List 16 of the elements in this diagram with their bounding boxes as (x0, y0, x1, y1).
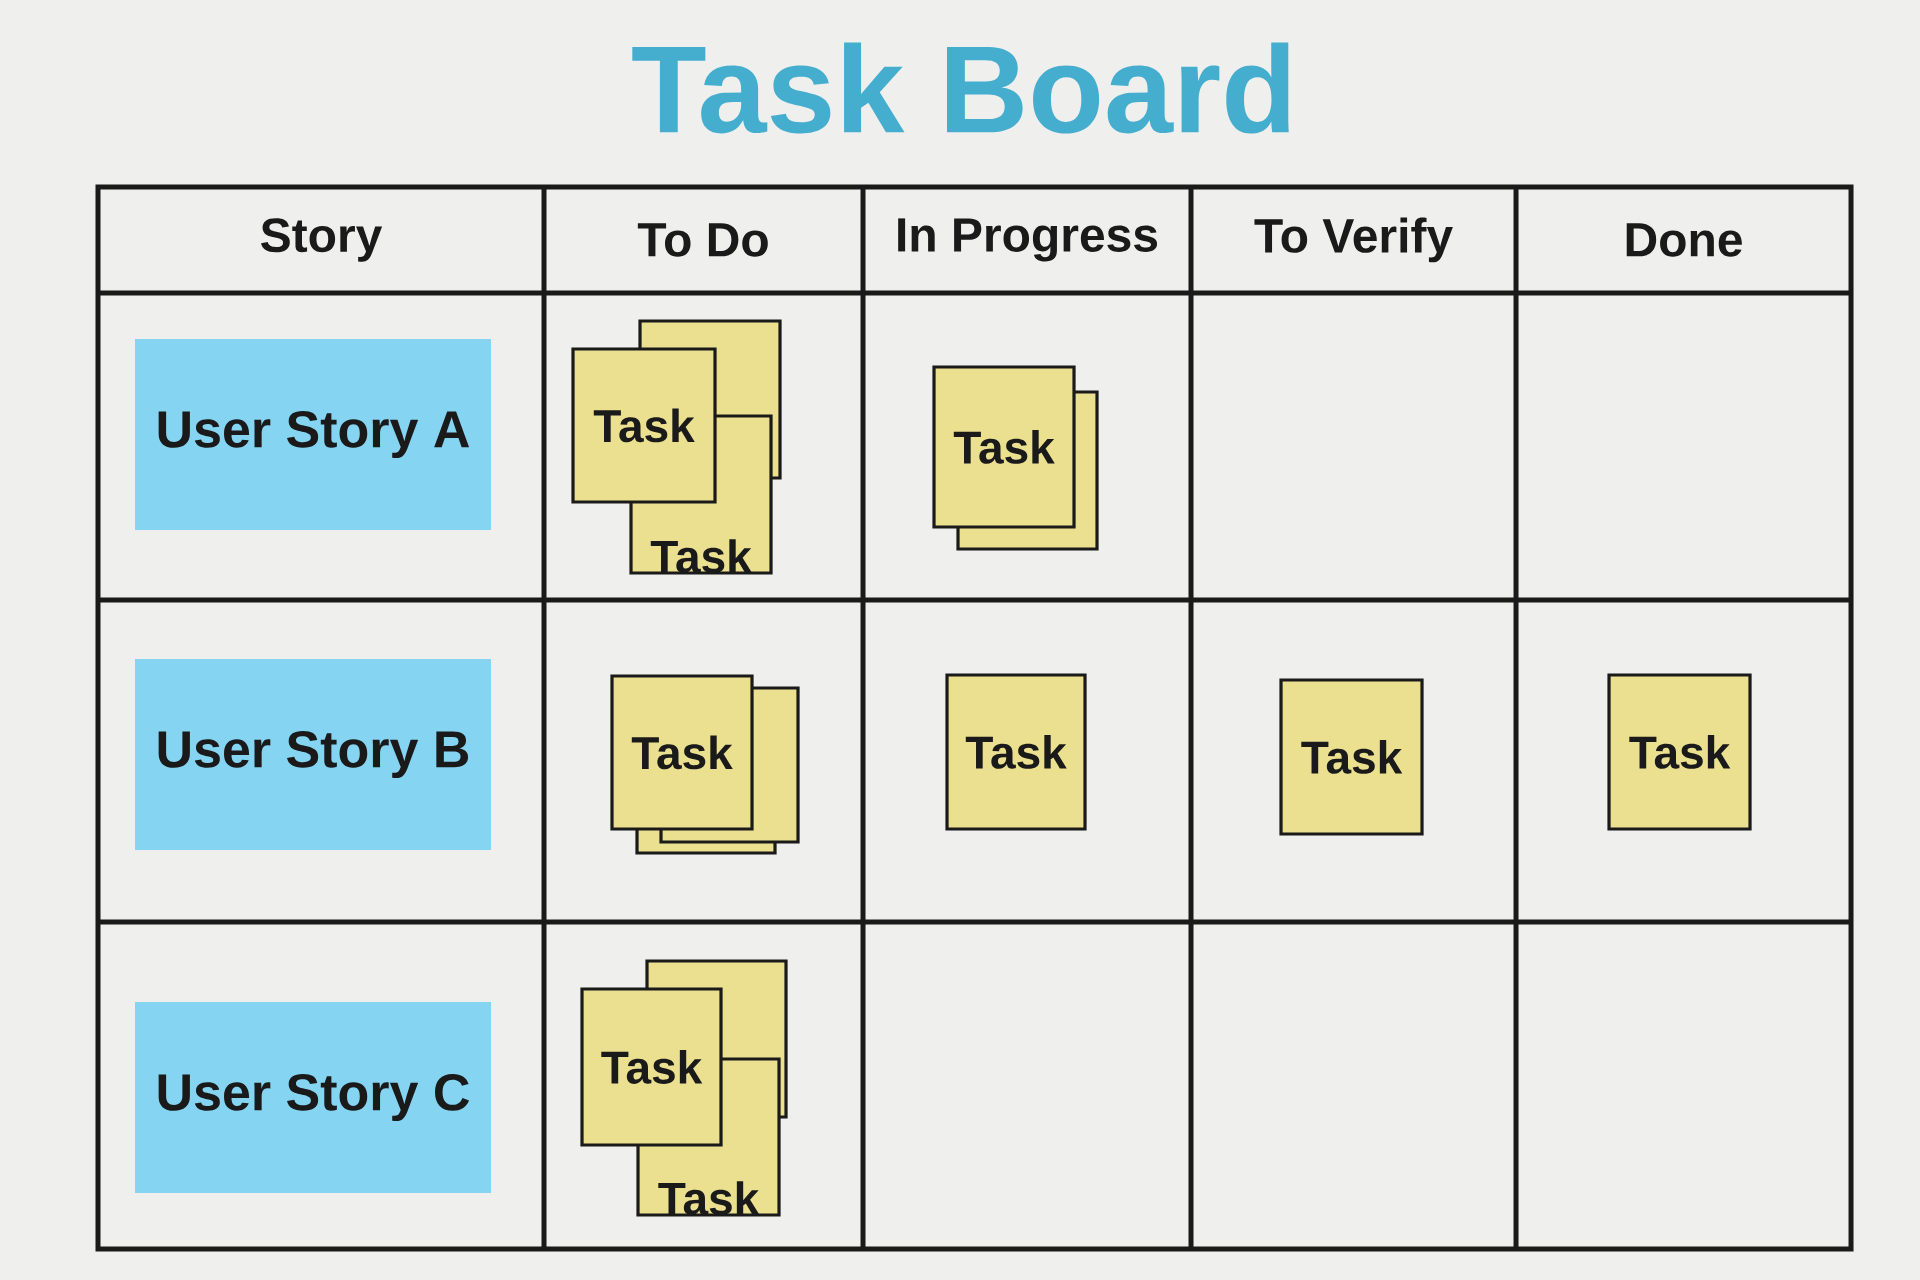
sticky-note: Task (1607, 673, 1752, 831)
sticky-note-stack: Task (610, 674, 800, 855)
column-header: Done (1626, 223, 1742, 257)
story-card: User Story B (135, 659, 491, 850)
column-header: To Do (637, 223, 768, 257)
column-header: In Progress (898, 218, 1158, 262)
column-header: To Verify (1254, 217, 1453, 263)
column-header: Story (261, 218, 383, 262)
sticky-note-stack: Task (932, 365, 1099, 551)
story-card: User Story C (135, 1002, 491, 1193)
sticky-note: Task (945, 673, 1087, 831)
story-card: User Story A (135, 339, 491, 530)
sticky-note: Task (580, 987, 723, 1147)
sticky-note: Task (1279, 678, 1424, 836)
title: Task Board (632, 42, 1289, 134)
sticky-note: Task (571, 347, 717, 504)
